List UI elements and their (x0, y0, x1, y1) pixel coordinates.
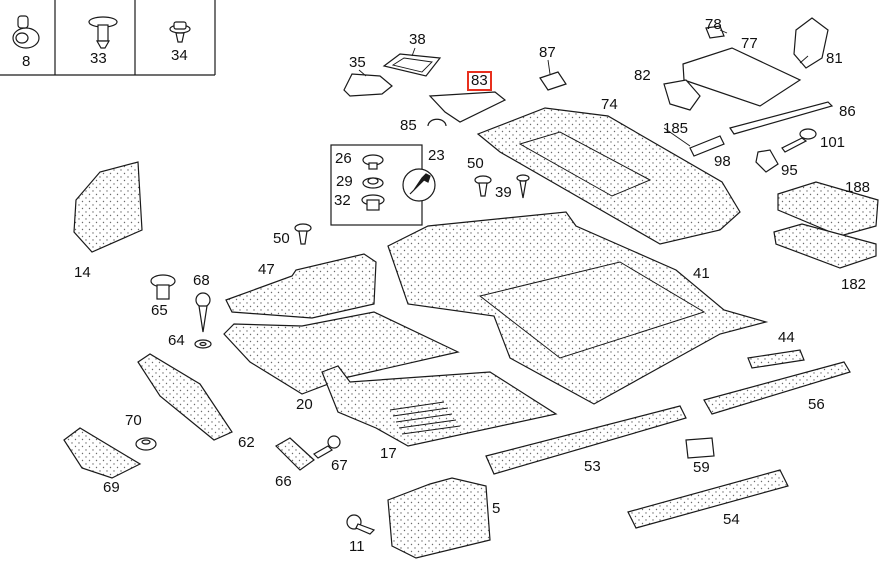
rivet-icon (169, 21, 191, 43)
part-50-clip[interactable] (474, 175, 492, 197)
legend-label-34[interactable]: 34 (171, 47, 188, 64)
part-20-carpet[interactable] (223, 311, 460, 395)
callout-83-highlighted[interactable]: 83 (467, 71, 492, 91)
part-70-nut[interactable] (135, 437, 157, 451)
callout-98[interactable]: 98 (714, 153, 731, 170)
part-81-latch[interactable] (793, 17, 829, 69)
part-77-board[interactable] (682, 47, 802, 107)
callout-59[interactable]: 59 (693, 459, 710, 476)
part-86-rod[interactable] (729, 101, 834, 135)
callout-69[interactable]: 69 (103, 479, 120, 496)
part-68-screw[interactable] (195, 292, 211, 333)
grommet-icon (12, 15, 40, 49)
part-50-left-clip[interactable] (294, 223, 312, 245)
part-39-screw[interactable] (516, 174, 530, 199)
part-14-side-trim[interactable] (73, 161, 143, 253)
callout-67[interactable]: 67 (331, 457, 348, 474)
callout-39[interactable]: 39 (495, 184, 512, 201)
callout-56[interactable]: 56 (808, 396, 825, 413)
part-47-floor-mat[interactable] (225, 253, 377, 319)
mat-ribs (389, 401, 461, 435)
legend-label-33[interactable]: 33 (90, 50, 107, 67)
callout-11[interactable]: 11 (349, 538, 365, 555)
callout-101[interactable]: 101 (820, 134, 846, 151)
callout-87[interactable]: 87 (539, 44, 556, 61)
callout-68[interactable]: 68 (193, 272, 210, 289)
part-38-tray[interactable] (382, 53, 442, 77)
part-32-fastener[interactable] (361, 194, 385, 211)
part-26-plug[interactable] (362, 154, 384, 170)
callout-86[interactable]: 86 (839, 103, 856, 120)
callout-23[interactable]: 23 (428, 147, 445, 164)
callout-17[interactable]: 17 (380, 445, 397, 462)
callout-65[interactable]: 65 (151, 302, 168, 319)
callout-44[interactable]: 44 (778, 329, 795, 346)
part-67-bolt[interactable] (313, 435, 341, 459)
callout-50-left[interactable]: 50 (273, 230, 290, 247)
part-65-clip[interactable] (150, 274, 176, 300)
callout-29[interactable]: 29 (336, 173, 353, 190)
callout-66[interactable]: 66 (275, 473, 292, 490)
part-53-sill[interactable] (485, 405, 687, 475)
part-64-washer[interactable] (194, 339, 212, 349)
callout-5[interactable]: 5 (492, 500, 501, 517)
part-69-bracket[interactable] (63, 427, 142, 479)
clip-icon (88, 16, 118, 49)
leader-lines (358, 29, 809, 147)
part-5-kick-panel[interactable] (387, 477, 491, 559)
callout-35[interactable]: 35 (349, 54, 366, 71)
callout-182[interactable]: 182 (841, 276, 867, 293)
part-54-sill[interactable] (627, 469, 789, 529)
part-66-plate[interactable] (275, 437, 315, 471)
part-185-bracket[interactable] (689, 135, 725, 157)
callout-78[interactable]: 78 (705, 16, 722, 33)
callout-54[interactable]: 54 (723, 511, 740, 528)
part-188-box[interactable] (777, 181, 879, 237)
part-74-rear-shelf[interactable] (476, 107, 741, 245)
part-29-grommet[interactable] (362, 177, 384, 189)
callout-41[interactable]: 41 (693, 265, 710, 282)
callout-74[interactable]: 74 (601, 96, 618, 113)
callout-62[interactable]: 62 (238, 434, 255, 451)
callout-38[interactable]: 38 (409, 31, 426, 48)
part-83-panel[interactable] (428, 91, 507, 123)
callout-82[interactable]: 82 (634, 67, 651, 84)
part-59-clip[interactable] (685, 437, 715, 459)
callout-185[interactable]: 185 (663, 120, 689, 137)
part-62-bracket[interactable] (137, 353, 233, 441)
part-82-handle[interactable] (663, 79, 701, 111)
callout-95[interactable]: 95 (781, 162, 798, 179)
part-87-bracket[interactable] (539, 71, 567, 91)
callout-32[interactable]: 32 (334, 192, 351, 209)
part-101-screw[interactable] (781, 128, 817, 153)
callout-50-top[interactable]: 50 (467, 155, 484, 172)
part-56-sill[interactable] (703, 361, 851, 415)
part-182-tray[interactable] (773, 223, 877, 269)
callout-26[interactable]: 26 (335, 150, 352, 167)
callout-14[interactable]: 14 (74, 264, 91, 281)
legend-box (0, 0, 216, 76)
legend-label-8[interactable]: 8 (22, 53, 31, 70)
callout-47[interactable]: 47 (258, 261, 275, 278)
part-41-floor-tub[interactable] (387, 211, 769, 405)
part-44-strip[interactable] (747, 349, 805, 369)
callout-77[interactable]: 77 (741, 35, 758, 52)
callout-85[interactable]: 85 (400, 117, 417, 134)
part-17-front-mat[interactable] (321, 365, 558, 447)
callout-81[interactable]: 81 (826, 50, 843, 67)
part-11-screw[interactable] (346, 514, 376, 535)
callout-53[interactable]: 53 (584, 458, 601, 475)
part-35-cover[interactable] (343, 73, 393, 97)
callout-64[interactable]: 64 (168, 332, 185, 349)
part-85-clip[interactable] (427, 118, 447, 127)
part-95-clip[interactable] (755, 149, 779, 173)
callout-70[interactable]: 70 (125, 412, 142, 429)
part-78-clip[interactable] (705, 25, 725, 39)
callout-20[interactable]: 20 (296, 396, 313, 413)
callout-188[interactable]: 188 (845, 179, 871, 196)
wrench-icon (402, 168, 436, 202)
